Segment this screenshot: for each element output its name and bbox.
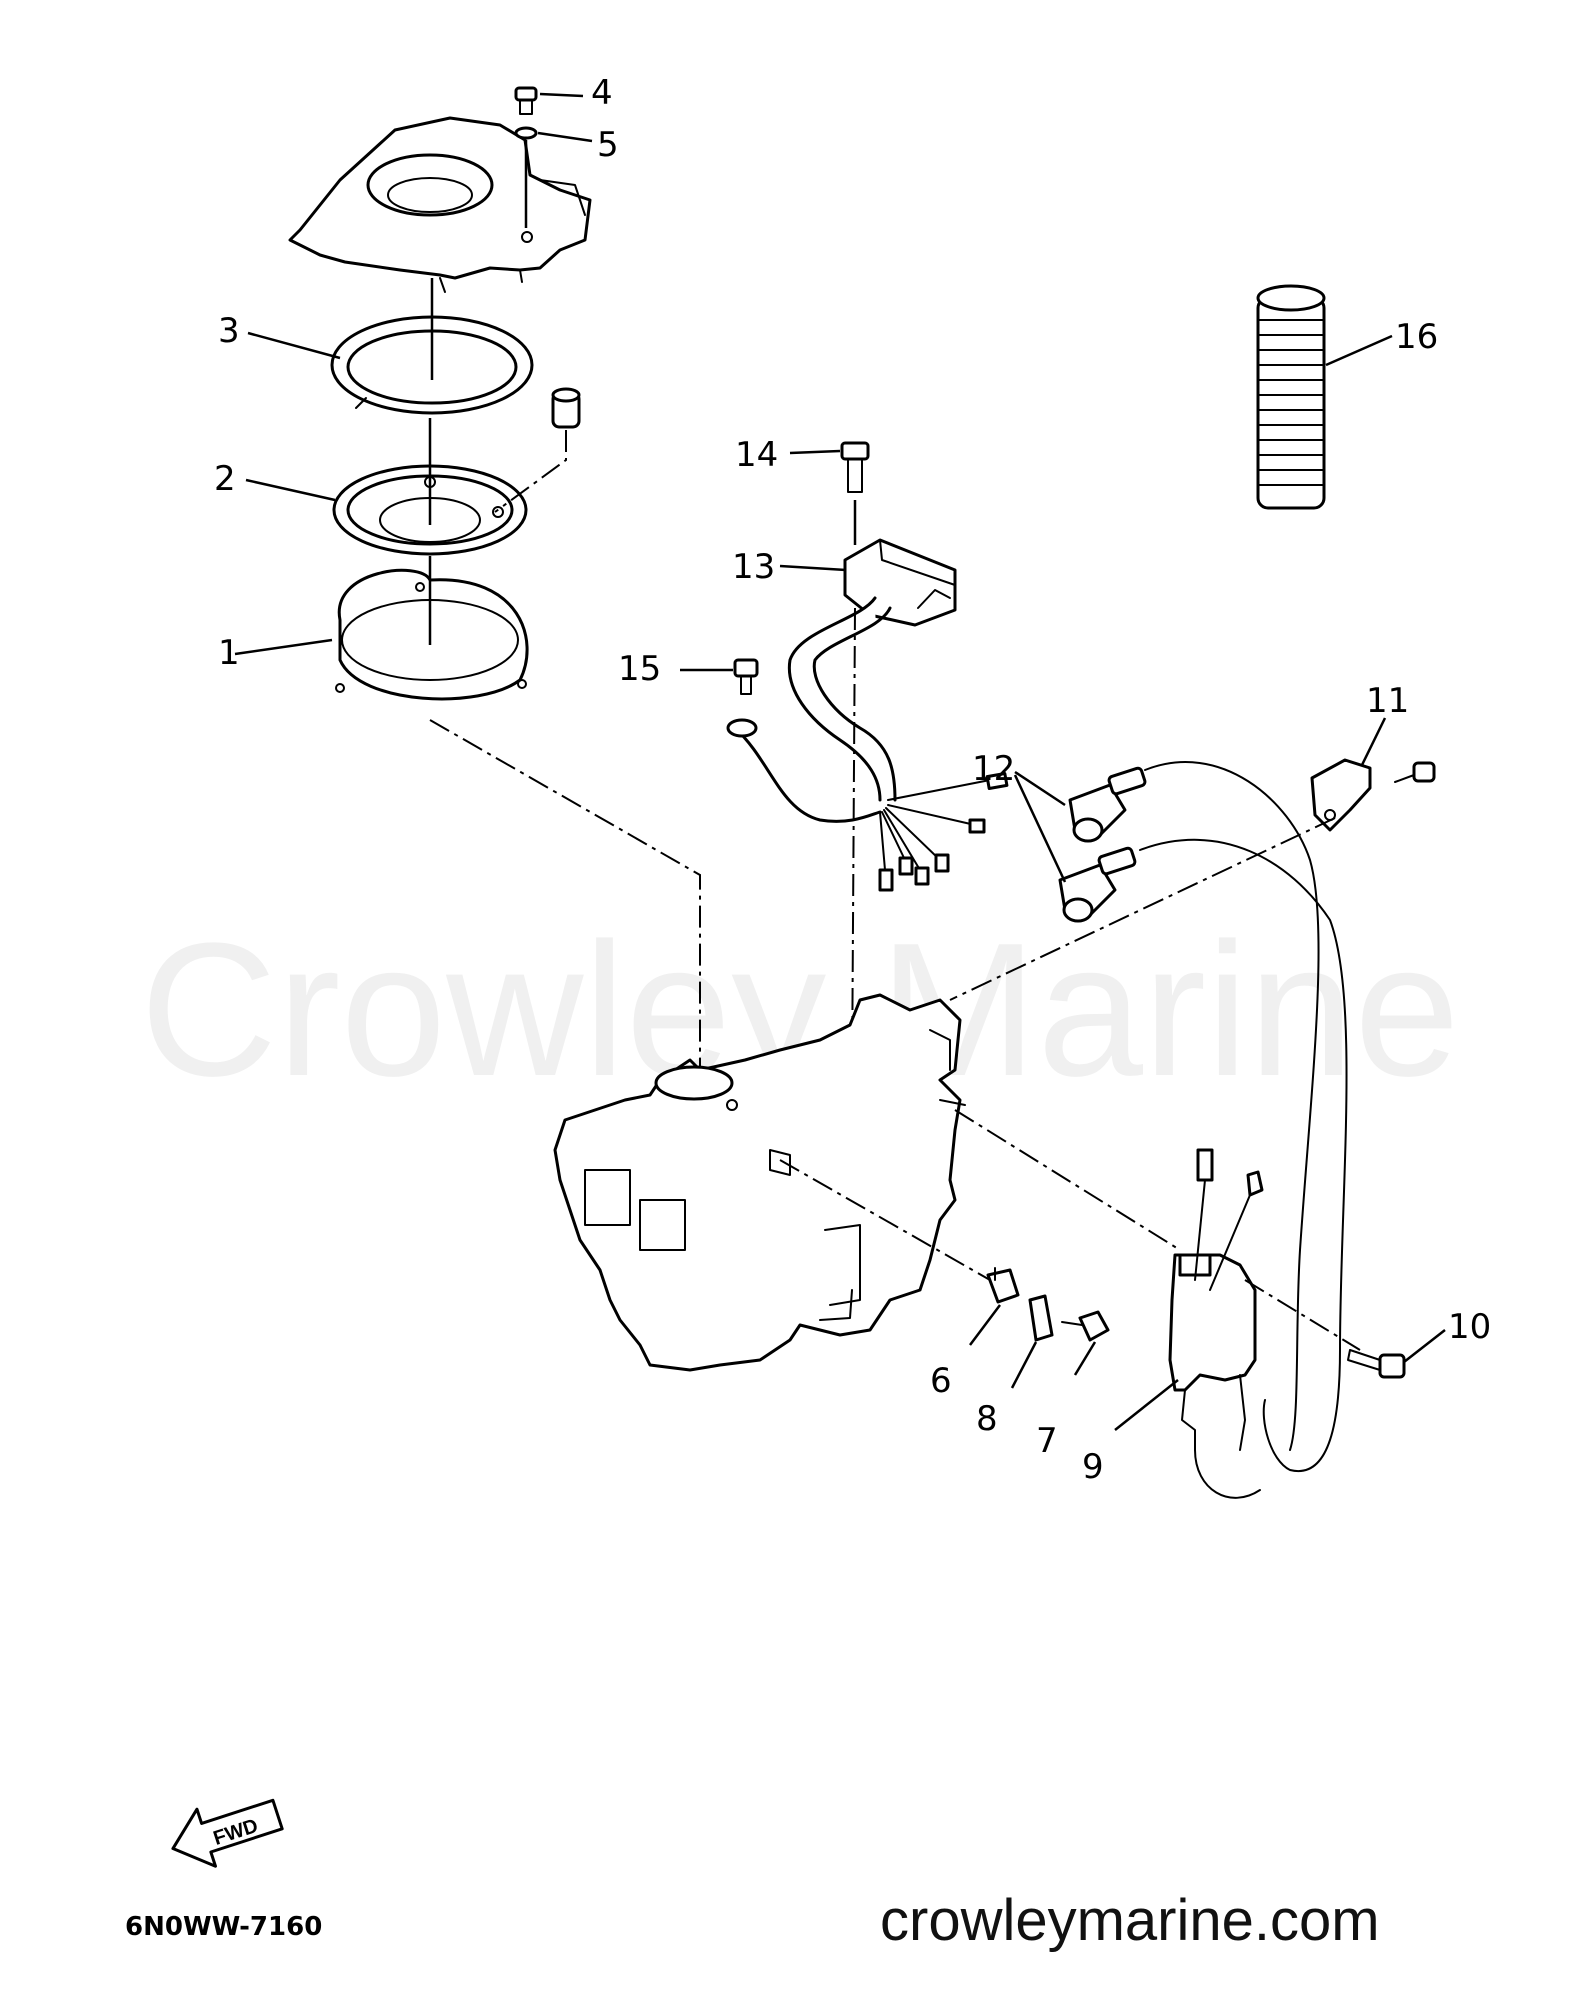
- callout-2: 2: [214, 459, 236, 499]
- spacer-part-8: [1028, 1294, 1054, 1342]
- callout-6: 6: [930, 1361, 952, 1401]
- callout-10: 10: [1448, 1307, 1491, 1347]
- callout-13: 13: [732, 547, 775, 587]
- callout-3: 3: [218, 311, 240, 351]
- callout-5: 5: [597, 125, 619, 165]
- screw-part-7: [1061, 1310, 1110, 1342]
- screw-part-4: [514, 86, 538, 115]
- bolt-part-10: [1347, 1349, 1406, 1379]
- stator-cover: [288, 116, 592, 293]
- callout-1: 1: [218, 633, 240, 673]
- boot-part-16: [1256, 284, 1326, 510]
- callout-9: 9: [1082, 1447, 1104, 1487]
- sensor-part-6: [986, 1267, 1020, 1304]
- callout-12: 12: [972, 749, 1015, 789]
- cdi-unit-part-13: [787, 538, 957, 802]
- fwd-arrow-icon: FWD: [171, 1798, 284, 1868]
- screw-clamp: [1394, 761, 1436, 783]
- bolt-part-15: [733, 658, 759, 695]
- dowel-pin: [551, 387, 581, 429]
- clamp-part-11: [1310, 758, 1372, 832]
- crankcase: [553, 993, 966, 1372]
- callout-7: 7: [1036, 1421, 1058, 1461]
- washer-part-5: [514, 126, 538, 140]
- ignition-coil-part-9: [1168, 1148, 1264, 1499]
- wire-leads: [726, 718, 1009, 892]
- callout-15: 15: [618, 649, 661, 689]
- callout-16: 16: [1395, 317, 1438, 357]
- callout-8: 8: [976, 1399, 998, 1439]
- plug-cap-part-12: [1058, 766, 1147, 923]
- bolt-part-14: [840, 441, 870, 493]
- callout-11: 11: [1366, 681, 1409, 721]
- gasket-part-1: [335, 568, 529, 701]
- website-text: crowleymarine.com: [880, 1888, 1380, 1953]
- callout-4: 4: [591, 73, 613, 113]
- callout-14: 14: [735, 435, 778, 475]
- drawing-code: 6N0WW-7160: [125, 1912, 322, 1942]
